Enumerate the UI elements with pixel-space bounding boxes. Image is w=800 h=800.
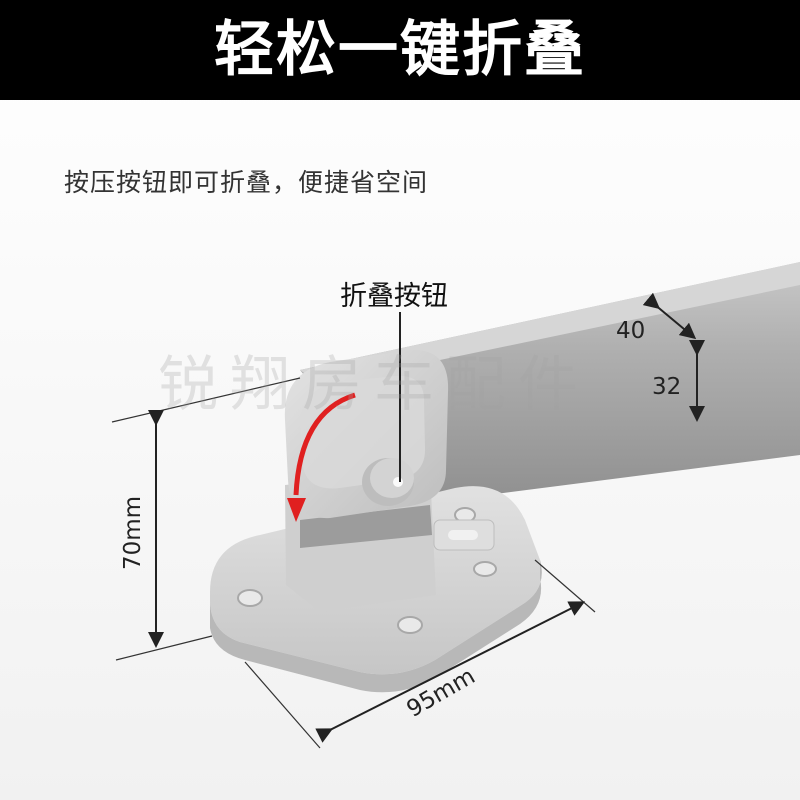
dimension-base-height-label: 70mm bbox=[120, 495, 147, 571]
fold-button bbox=[362, 458, 414, 506]
screw-hole bbox=[473, 561, 497, 577]
dimension-line-base-length bbox=[315, 601, 586, 743]
fold-direction-arrow bbox=[287, 392, 356, 522]
extension-line bbox=[115, 635, 213, 661]
header-title: 轻松一键折叠 bbox=[214, 15, 586, 85]
extension-line bbox=[244, 661, 321, 749]
screw-hole bbox=[237, 589, 263, 607]
extension-line bbox=[111, 377, 301, 423]
subtitle-text: 按压按钮即可折叠，便捷省空间 bbox=[64, 168, 429, 197]
dimension-width-label: 40 bbox=[616, 318, 646, 344]
fold-button-label: 折叠按钮 bbox=[340, 281, 448, 312]
dimension-height-label: 32 bbox=[652, 374, 682, 400]
extension-line bbox=[534, 559, 596, 613]
watermark: 锐翔房车配件 bbox=[158, 350, 590, 420]
header-bar: 轻松一键折叠 bbox=[0, 0, 800, 100]
screw-hole bbox=[397, 616, 423, 634]
dimension-line-width bbox=[642, 292, 697, 340]
